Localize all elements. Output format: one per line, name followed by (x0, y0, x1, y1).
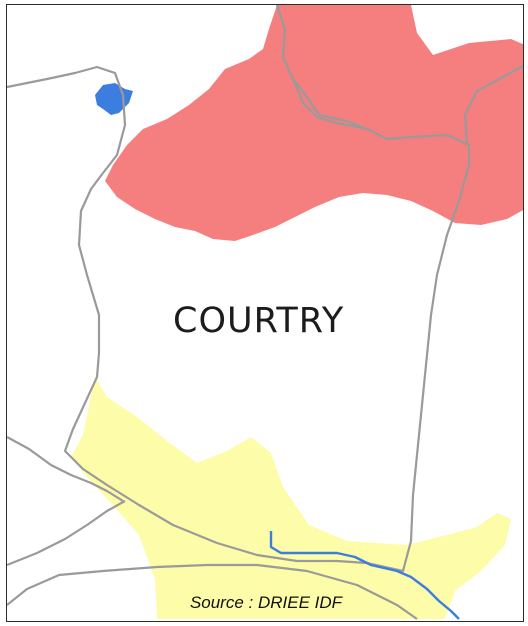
source-caption: Source : DRIEE IDF (189, 593, 343, 612)
yellow-zone (71, 377, 511, 619)
boundaries (7, 5, 523, 620)
southwest-boundary (7, 500, 126, 567)
map-viewport: COURTRY Source : DRIEE IDF (6, 4, 524, 622)
commune-label: COURTRY (173, 301, 345, 341)
pond (95, 83, 133, 115)
river (269, 531, 460, 620)
south-loop (7, 563, 418, 620)
red-zone (105, 5, 523, 241)
west-boundary (7, 436, 124, 502)
map-canvas (7, 5, 523, 620)
northwest-road (7, 65, 127, 174)
north-boundary (292, 64, 523, 146)
